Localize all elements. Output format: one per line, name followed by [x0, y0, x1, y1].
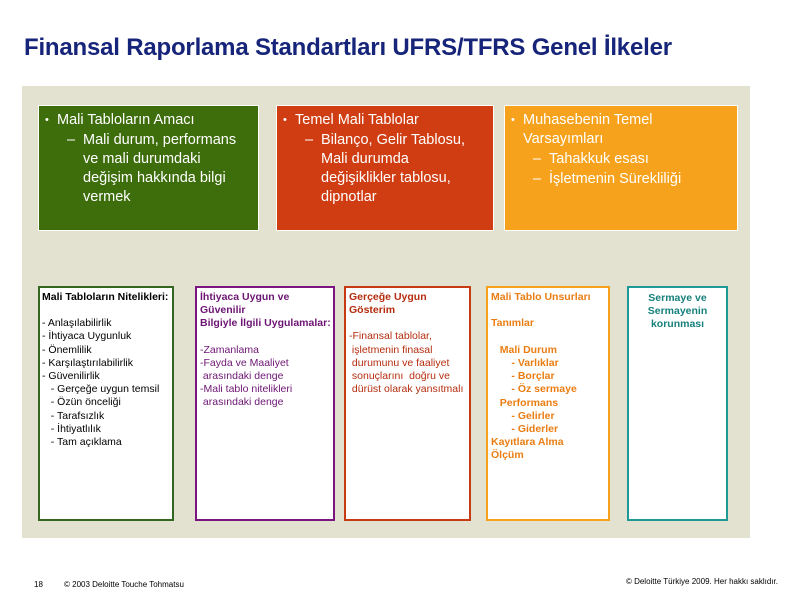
box-line: Sermaye ve [648, 292, 707, 304]
box-line: - İhtiyatlılık [42, 422, 101, 435]
box-line: -Zamanlama [200, 343, 259, 356]
box-subitem: İşletmenin Sürekliliği [549, 171, 682, 187]
box-line: -Finansal tablolar, [349, 330, 432, 343]
box-line: -Mali tablo nitelikleri [200, 383, 293, 396]
box-line: korunması [650, 318, 705, 331]
box-line: Kayıtlara Alma [491, 436, 564, 449]
box-line: arasındaki denge [200, 396, 284, 409]
box-line: sonuçlarını doğru ve [349, 370, 450, 383]
dash-icon: – [67, 132, 76, 148]
box-title: Güvenilir [200, 304, 246, 317]
box-line: Sermayenin [647, 305, 708, 318]
box-line: durumunu ve faaliyet [349, 356, 450, 369]
box-line: - Tarafsızlık [42, 409, 105, 422]
box-line: - Borçlar [491, 370, 555, 383]
box-line: dürüst olarak yansıtmalı [349, 383, 464, 396]
box-line: - Giderler [491, 423, 559, 436]
statement-elements-box: Mali Tablo Unsurları Tanımlar Mali Durum… [486, 286, 610, 521]
box-line: - Karşılaştırılabilirlik [42, 356, 134, 369]
box-subitem: Bilanço, Gelir Tablosu, Mali durumda değ… [321, 132, 466, 205]
dash-icon: – [533, 171, 542, 187]
box-title: Mali Tabloların Nitelikleri: [42, 291, 169, 303]
footer-copyright: © 2003 Deloitte Touche Tohmatsu [64, 580, 184, 589]
box-line: Mali Durum [491, 343, 557, 356]
box-line: - Gerçeğe uygun temsil [42, 383, 160, 396]
box-line: Mali Tablo Unsurları [491, 291, 591, 303]
box-subitem: Mali durum, performans ve mali durumdaki… [83, 132, 237, 205]
box-line: - Önemlilik [42, 343, 92, 356]
box-line [491, 304, 605, 317]
box-line: Performans [491, 396, 559, 409]
box-heading: Temel Mali Tablolar [295, 112, 419, 128]
box-line: - Güvenilirlik [42, 370, 100, 383]
box-line: işletmenin finasal [349, 343, 433, 356]
box-line: arasındaki denge [200, 370, 284, 383]
box-line: - Gelirler [491, 409, 555, 422]
box-line: - Anlaşılabilirlik [42, 317, 112, 330]
footer-rights: © Deloitte Türkiye 2009. Her hakkı saklı… [625, 577, 778, 586]
relevant-reliable-info-box: İhtiyaca Uygun ve Güvenilir Bilgiyle İlg… [195, 286, 335, 521]
bullet-icon: • [283, 114, 287, 126]
box-line: -Fayda ve Maaliyet [200, 356, 289, 369]
box-title: Bilgiyle İlgili Uygulamalar: [200, 317, 331, 330]
box-heading: Muhasebenin Temel Varsayımları [523, 112, 653, 147]
bullet-icon: • [45, 114, 49, 126]
capital-maintenance-box: Sermaye ve Sermayenin korunması [627, 286, 728, 521]
box-line: Ölçüm [491, 449, 524, 462]
bullet-icon: • [511, 114, 515, 126]
box-line: Tanımlar [491, 317, 534, 330]
fair-presentation-box: Gerçeğe Uygun Gösterim -Finansal tablola… [344, 286, 471, 521]
dash-icon: – [305, 132, 314, 148]
box-title: İhtiyaca Uygun ve [200, 291, 290, 303]
box-line: - Varlıklar [491, 357, 559, 370]
box-title: Gerçeğe Uygun [349, 291, 427, 303]
box-line: - Öz sermaye [491, 383, 577, 396]
box-line [491, 331, 605, 344]
box-line: - Özün önceliği [42, 396, 121, 409]
page-title: Finansal Raporlama Standartları UFRS/TFR… [24, 34, 672, 61]
box-heading: Mali Tabloların Amacı [57, 112, 195, 128]
box-subitem: Tahakkuk esası [549, 151, 649, 167]
basic-financial-statements-box: • Temel Mali Tablolar –Bilanço, Gelir Tab… [276, 105, 494, 231]
financial-statements-purpose-box: • Mali Tabloların Amacı –Mali durum, perf… [38, 105, 259, 231]
statement-qualities-box: Mali Tabloların Nitelikleri: - Anlaşılab… [38, 286, 174, 521]
box-line: - İhtiyaca Uygunluk [42, 330, 132, 343]
dash-icon: – [533, 151, 542, 167]
page-number: 18 [34, 580, 43, 589]
accounting-assumptions-box: • Muhasebenin Temel Varsayımları –Tahakku… [504, 105, 738, 231]
box-title: Gösterim [349, 304, 396, 317]
box-line: - Tam açıklama [42, 436, 122, 449]
